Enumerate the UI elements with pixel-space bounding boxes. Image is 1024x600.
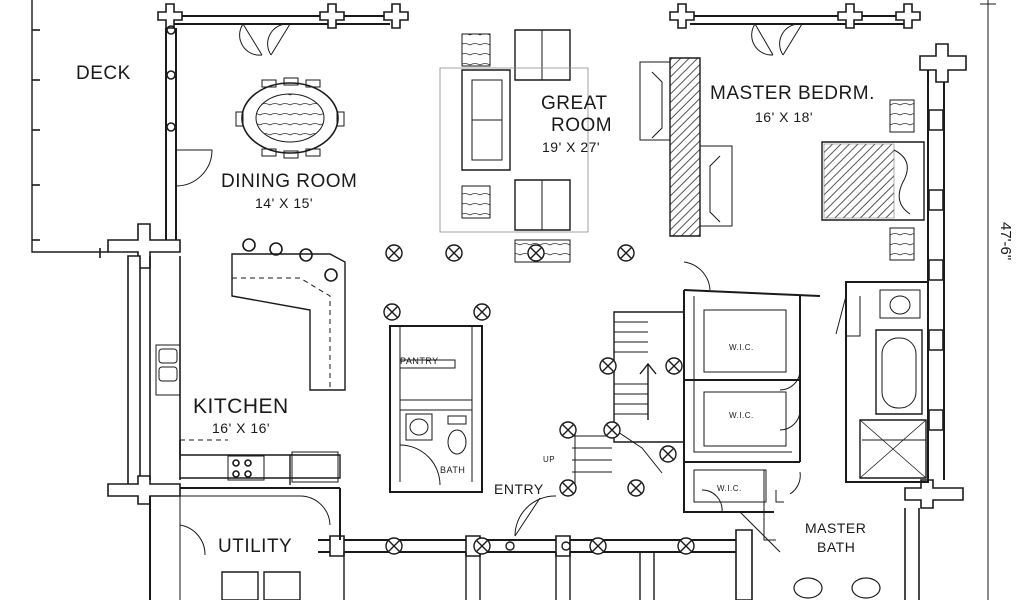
ceiling-light — [384, 245, 694, 554]
overall-dimension-label: 47'-6" — [997, 222, 1014, 261]
utility-label: UTILITY — [218, 536, 293, 557]
great-room-size: 19' X 27' — [542, 139, 601, 155]
master-bedroom-size: 16' X 18' — [755, 109, 814, 125]
great-room-label-line2: ROOM — [551, 115, 613, 136]
closet-walls — [684, 262, 820, 540]
master-bedroom-label: MASTER BEDRM. — [710, 83, 875, 104]
bed — [822, 100, 924, 260]
pantry-label: PANTRY — [400, 356, 439, 366]
deck-outline — [32, 0, 108, 258]
stair-up-label: UP — [543, 455, 556, 464]
great-room-furniture — [440, 30, 588, 262]
dining-room-label: DINING ROOM — [221, 171, 358, 192]
great-room-label-line1: GREAT — [541, 93, 608, 114]
top-wall — [170, 16, 905, 55]
walk-in-closet-label: W.I.C. — [717, 484, 742, 493]
kitchen-label: KITCHEN — [193, 395, 289, 418]
log-corner — [108, 224, 180, 268]
entry-label: ENTRY — [494, 481, 544, 497]
dining-room-size: 14' X 15' — [255, 195, 314, 211]
deck-label: DECK — [76, 63, 131, 84]
walk-in-closet-label: W.I.C. — [729, 343, 754, 352]
log-corner — [128, 256, 140, 486]
master-bath-label-line1: MASTER — [805, 520, 867, 536]
bath-label: BATH — [440, 465, 466, 475]
kitchen-island — [232, 239, 345, 390]
dining-table — [236, 78, 344, 158]
staircase — [572, 312, 684, 490]
master-bath-fixtures — [794, 282, 928, 598]
left-wall — [166, 26, 212, 240]
pantry-bath-walls — [390, 326, 482, 492]
kitchen-wall — [150, 256, 180, 480]
walk-in-closet-label: W.I.C. — [729, 411, 754, 420]
fireplace — [640, 58, 732, 236]
utility-walls — [150, 488, 340, 600]
log-corner — [108, 476, 180, 504]
master-bath-label-line2: BATH — [817, 539, 856, 555]
log-corner — [158, 4, 920, 28]
kitchen-size: 16' X 16' — [212, 420, 271, 436]
kitchen-counter — [180, 440, 340, 485]
overall-dimension-line — [980, 0, 996, 600]
